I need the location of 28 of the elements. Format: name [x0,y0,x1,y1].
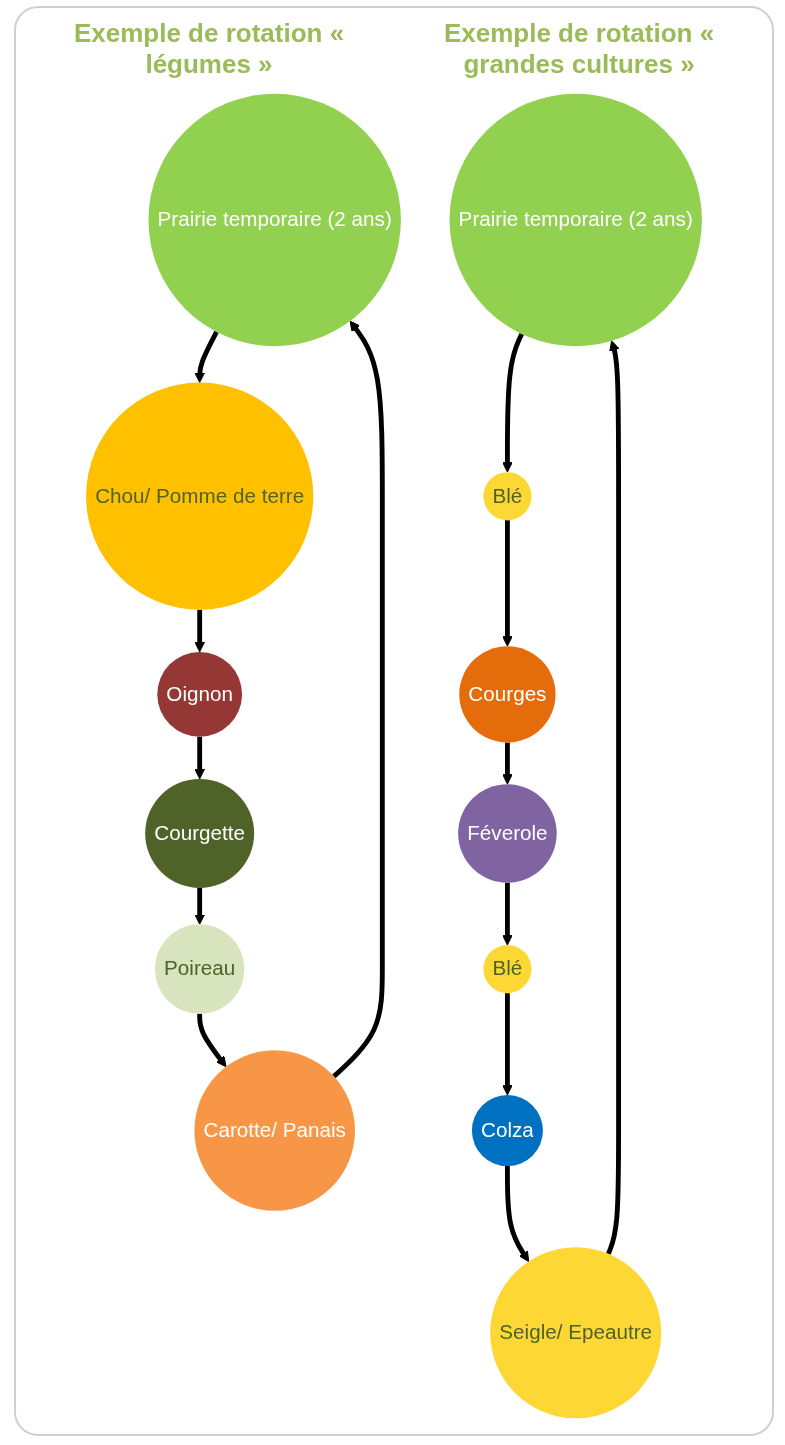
arrow [502,882,513,946]
arrow [194,330,219,384]
arrow [502,333,524,473]
arrow [194,887,205,925]
node-circle: Féverole [458,784,557,883]
arrow [505,1166,530,1262]
rotation-title: Exemple de rotation « grandes cultures » [442,18,716,80]
arrow [502,742,513,785]
node-circle: Seigle/ Epeautre [490,1247,662,1419]
node-circle: Chou/ Pomme de terre [86,382,314,610]
arrow [332,320,385,1079]
node-circle: Blé [483,472,532,521]
node-circle: Carotte/ Panais [194,1050,355,1211]
rotation-title: Exemple de rotation « légumes » [72,18,346,80]
node-circle: Prairie temporaire (2 ans) [449,93,702,347]
arrow [194,609,205,653]
arrow [197,1013,227,1068]
arrow [502,520,513,647]
node-circle: Courgette [145,778,255,888]
node-circle: Oignon [157,651,243,737]
node-circle: Prairie temporaire (2 ans) [148,93,401,347]
arrow [502,993,513,1096]
node-circle: Courges [459,646,556,743]
node-circle: Blé [483,945,532,994]
arrow [194,736,205,780]
arrow [606,340,621,1255]
node-circle: Poireau [154,924,245,1014]
node-circle: Colza [471,1095,543,1167]
